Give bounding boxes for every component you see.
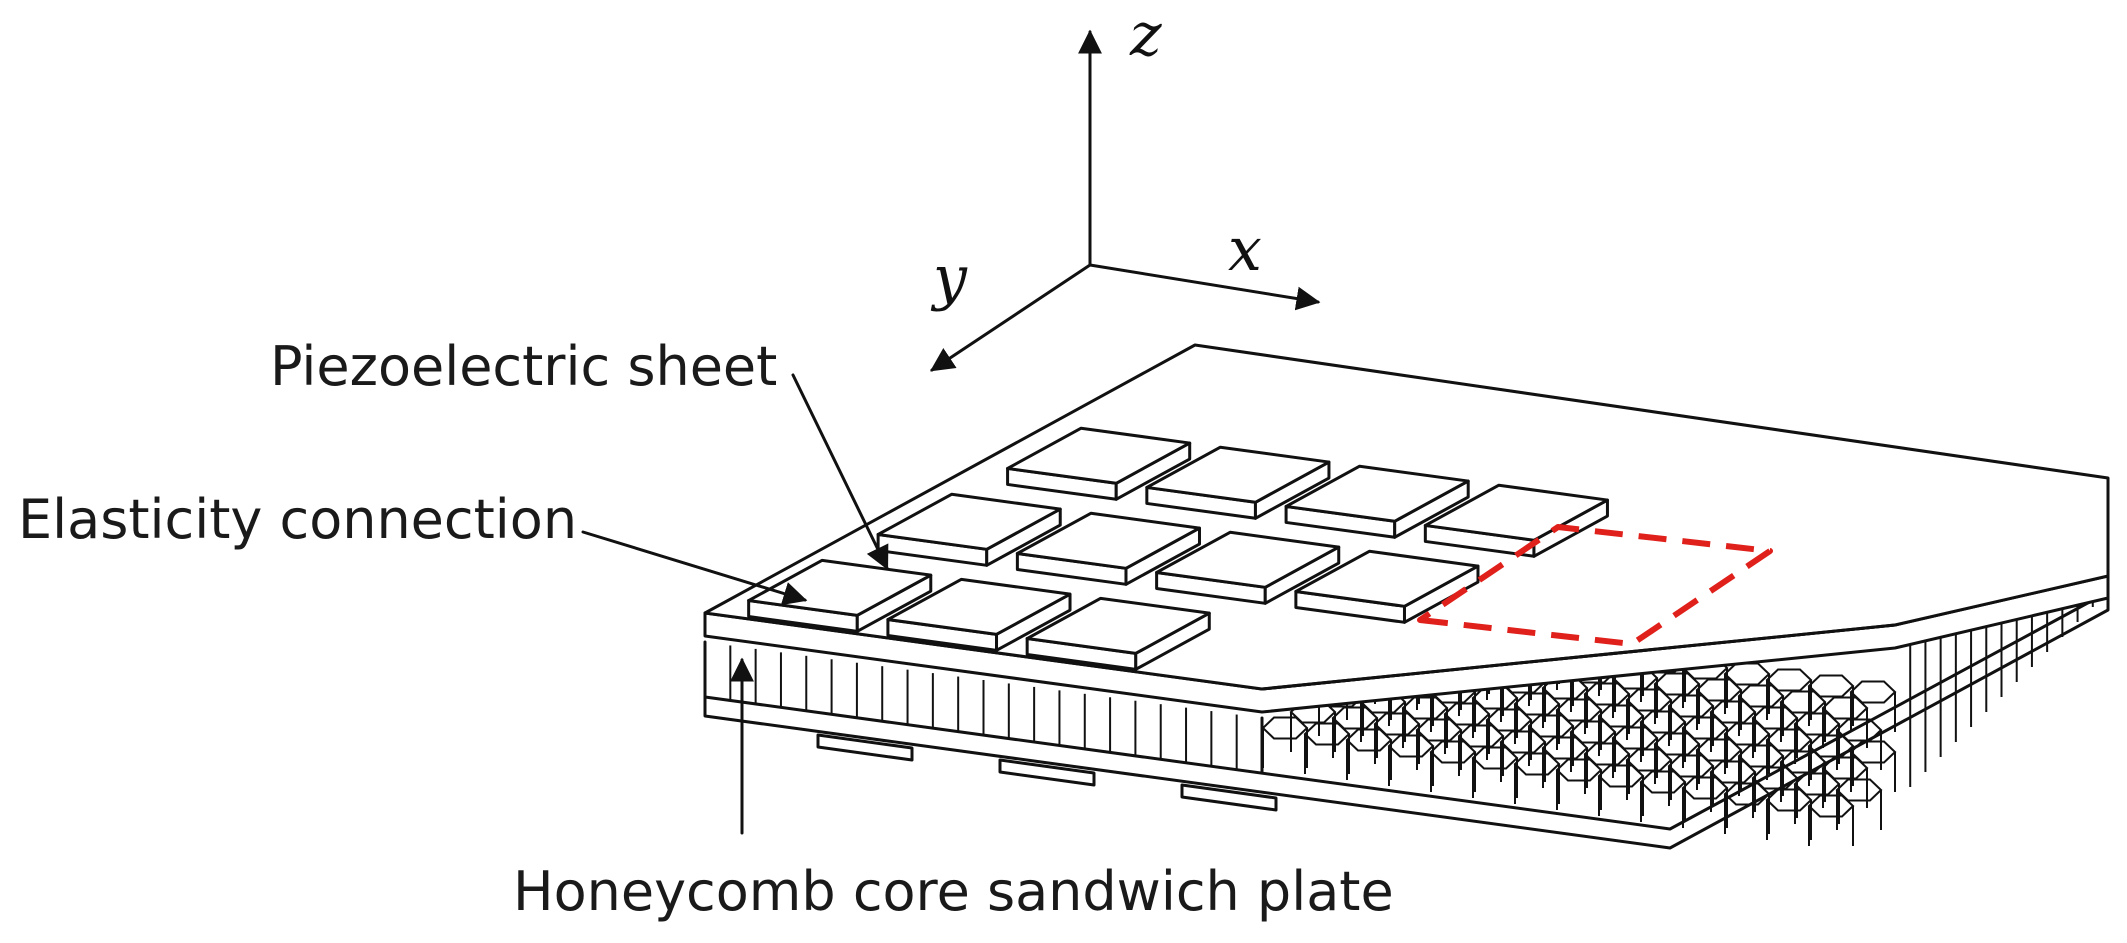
y-axis-line <box>930 263 1092 372</box>
elastic-label: Elasticity connection <box>18 488 577 551</box>
unit-cell-highlight <box>1417 524 1773 647</box>
elastic-leader <box>581 530 808 606</box>
piezoelectric-patches <box>747 426 1609 671</box>
z-axis-label: z <box>1129 0 1162 70</box>
x-axis-label: x <box>1228 215 1262 285</box>
honeycomb-label: Honeycomb core sandwich plate <box>513 860 1394 923</box>
leader-lines <box>581 373 889 835</box>
piezo-leader <box>791 373 889 571</box>
y-axis-label: y <box>930 243 968 313</box>
piezo-label: Piezoelectric sheet <box>270 335 777 398</box>
coordinate-axes: z x y <box>930 0 1321 372</box>
bottom-pads <box>816 733 1278 812</box>
x-axis-line <box>1088 263 1321 311</box>
